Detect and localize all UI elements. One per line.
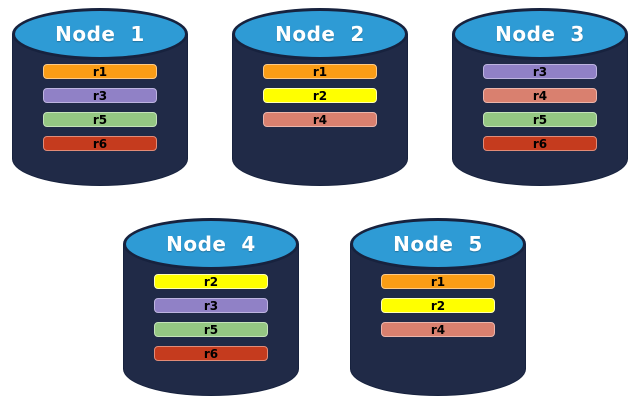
replica-bar: r1 bbox=[263, 64, 377, 79]
node-label: Node 1 bbox=[55, 22, 145, 46]
cylinder-top: Node 1 bbox=[12, 8, 188, 60]
replica-bar: r5 bbox=[154, 322, 268, 337]
replica-bar: r4 bbox=[263, 112, 377, 127]
cylinder-top: Node 5 bbox=[350, 218, 526, 270]
node-3: Node 3 r3 r4 r5 r6 bbox=[452, 8, 628, 186]
node-5: Node 5 r1 r2 r4 bbox=[350, 218, 526, 396]
cylinder-top: Node 3 bbox=[452, 8, 628, 60]
node-1: Node 1 r1 r3 r5 r6 bbox=[12, 8, 188, 186]
replica-list: r1 r3 r5 r6 bbox=[43, 64, 157, 151]
cylinder-top: Node 4 bbox=[123, 218, 299, 270]
replica-bar: r5 bbox=[43, 112, 157, 127]
replica-list: r2 r3 r5 r6 bbox=[154, 274, 268, 361]
node-label: Node 4 bbox=[166, 232, 256, 256]
node-label: Node 3 bbox=[495, 22, 585, 46]
replica-bar: r3 bbox=[154, 298, 268, 313]
replica-bar: r2 bbox=[154, 274, 268, 289]
node-label: Node 5 bbox=[393, 232, 483, 256]
replica-list: r3 r4 r5 r6 bbox=[483, 64, 597, 151]
replica-bar: r2 bbox=[263, 88, 377, 103]
replica-list: r1 r2 r4 bbox=[381, 274, 495, 337]
replica-bar: r3 bbox=[43, 88, 157, 103]
replica-bar: r4 bbox=[381, 322, 495, 337]
replica-list: r1 r2 r4 bbox=[263, 64, 377, 127]
replica-bar: r1 bbox=[43, 64, 157, 79]
node-2: Node 2 r1 r2 r4 bbox=[232, 8, 408, 186]
replica-bar: r6 bbox=[43, 136, 157, 151]
cylinder-top: Node 2 bbox=[232, 8, 408, 60]
replica-bar: r4 bbox=[483, 88, 597, 103]
replica-bar: r6 bbox=[483, 136, 597, 151]
replica-bar: r2 bbox=[381, 298, 495, 313]
node-4: Node 4 r2 r3 r5 r6 bbox=[123, 218, 299, 396]
replica-bar: r3 bbox=[483, 64, 597, 79]
replica-bar: r6 bbox=[154, 346, 268, 361]
node-label: Node 2 bbox=[275, 22, 365, 46]
replica-bar: r5 bbox=[483, 112, 597, 127]
replica-bar: r1 bbox=[381, 274, 495, 289]
